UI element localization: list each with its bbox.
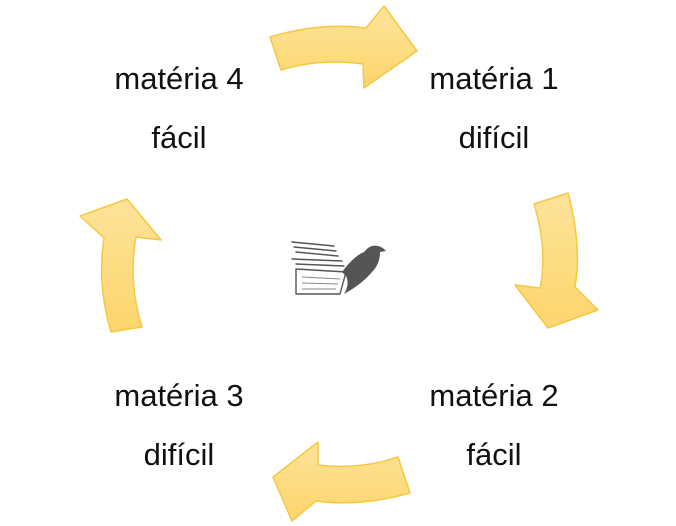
node-difficulty: difícil [143, 437, 215, 472]
node-subject: matéria 1 [429, 61, 559, 96]
arrow-left-icon [272, 441, 411, 522]
cycle-node-3: matéria 3 difícil [79, 366, 279, 484]
node-difficulty: fácil [151, 120, 207, 155]
node-subject: matéria 3 [114, 378, 244, 413]
cycle-node-4: matéria 4 fácil [79, 49, 279, 167]
node-difficulty: difícil [458, 120, 530, 155]
node-difficulty: fácil [466, 437, 522, 472]
arrow-down-icon [514, 192, 599, 329]
cycle-node-2: matéria 2 fácil [394, 366, 594, 484]
node-subject: matéria 4 [114, 61, 244, 96]
arrow-up-icon [79, 198, 162, 333]
node-subject: matéria 2 [429, 378, 559, 413]
cycle-node-1: matéria 1 difícil [394, 49, 594, 167]
arrow-right-icon [269, 5, 418, 89]
book-bird-logo-icon [291, 241, 386, 295]
